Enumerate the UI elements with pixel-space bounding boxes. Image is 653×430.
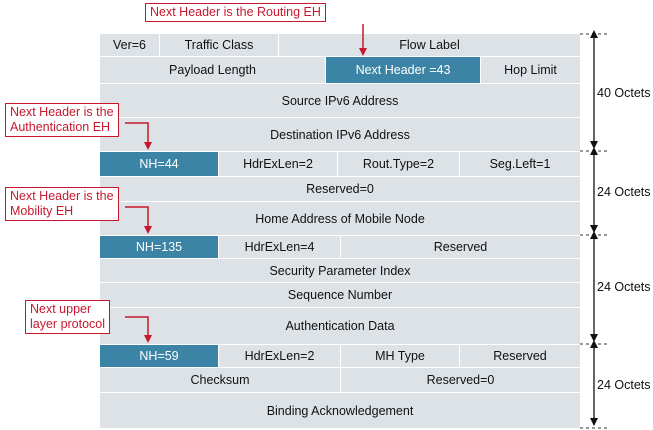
upper-callout-line-2: layer protocol xyxy=(30,317,106,331)
routing-reserved-field: Reserved=0 xyxy=(100,177,580,201)
auth-hdr-ext-len-field: HdrExLen=4 xyxy=(219,236,340,258)
spi-field: Security Parameter Index xyxy=(100,259,580,282)
binding-acknowledgement-field: Binding Acknowledgement xyxy=(100,393,580,428)
destination-address-field: Destination IPv6 Address xyxy=(100,118,580,151)
routing-hdr-ext-len-field: HdrExLen=2 xyxy=(219,152,337,176)
routing-nh-field: NH=44 xyxy=(100,152,218,176)
upper-layer-callout: Next upper layer protocol xyxy=(25,300,111,334)
mobility-nh-field: NH=59 xyxy=(100,345,218,367)
routing-octets-label: 24 Octets xyxy=(597,185,651,199)
upper-callout-line-1: Next upper xyxy=(30,302,92,316)
version-field: Ver=6 xyxy=(100,34,159,56)
auth-callout-line-1: Next Header is the xyxy=(10,105,114,119)
source-address-field: Source IPv6 Address xyxy=(100,84,580,117)
mobility-callout: Next Header is the Mobility EH xyxy=(5,187,119,221)
next-header-field: Next Header =43 xyxy=(326,57,480,83)
mobility-octets-label: 24 Octets xyxy=(597,378,651,392)
checksum-field: Checksum xyxy=(100,368,340,392)
mobility-callout-line-2: Mobility EH xyxy=(10,204,74,218)
traffic-class-field: Traffic Class xyxy=(160,34,278,56)
payload-length-field: Payload Length xyxy=(100,57,325,83)
auth-callout-line-2: Authentication EH xyxy=(10,120,111,134)
auth-reserved-field: Reserved xyxy=(341,236,580,258)
routing-callout: Next Header is the Routing EH xyxy=(145,3,326,22)
auth-callout-connector xyxy=(125,122,152,150)
mobility-reserved0-field: Reserved=0 xyxy=(341,368,580,392)
routing-callout-line-1: Next Header is the Routing EH xyxy=(150,5,321,19)
mobility-callout-connector xyxy=(125,206,152,234)
hop-limit-field: Hop Limit xyxy=(481,57,580,83)
flow-label-field: Flow Label xyxy=(279,34,580,56)
mobility-reserved-field: Reserved xyxy=(460,345,580,367)
auth-callout: Next Header is the Authentication EH xyxy=(5,103,119,137)
segments-left-field: Seg.Left=1 xyxy=(460,152,580,176)
mobility-callout-line-1: Next Header is the xyxy=(10,189,114,203)
home-address-field: Home Address of Mobile Node xyxy=(100,202,580,235)
auth-nh-field: NH=135 xyxy=(100,236,218,258)
upper-callout-connector xyxy=(125,316,152,343)
sequence-number-field: Sequence Number xyxy=(100,283,580,307)
ipv6-octets-label: 40 Octets xyxy=(597,86,651,100)
authentication-data-field: Authentication Data xyxy=(100,308,580,344)
routing-type-field: Rout.Type=2 xyxy=(338,152,459,176)
mh-type-field: MH Type xyxy=(341,345,459,367)
auth-octets-label: 24 Octets xyxy=(597,280,651,294)
mobility-hdr-ext-len-field: HdrExLen=2 xyxy=(219,345,340,367)
